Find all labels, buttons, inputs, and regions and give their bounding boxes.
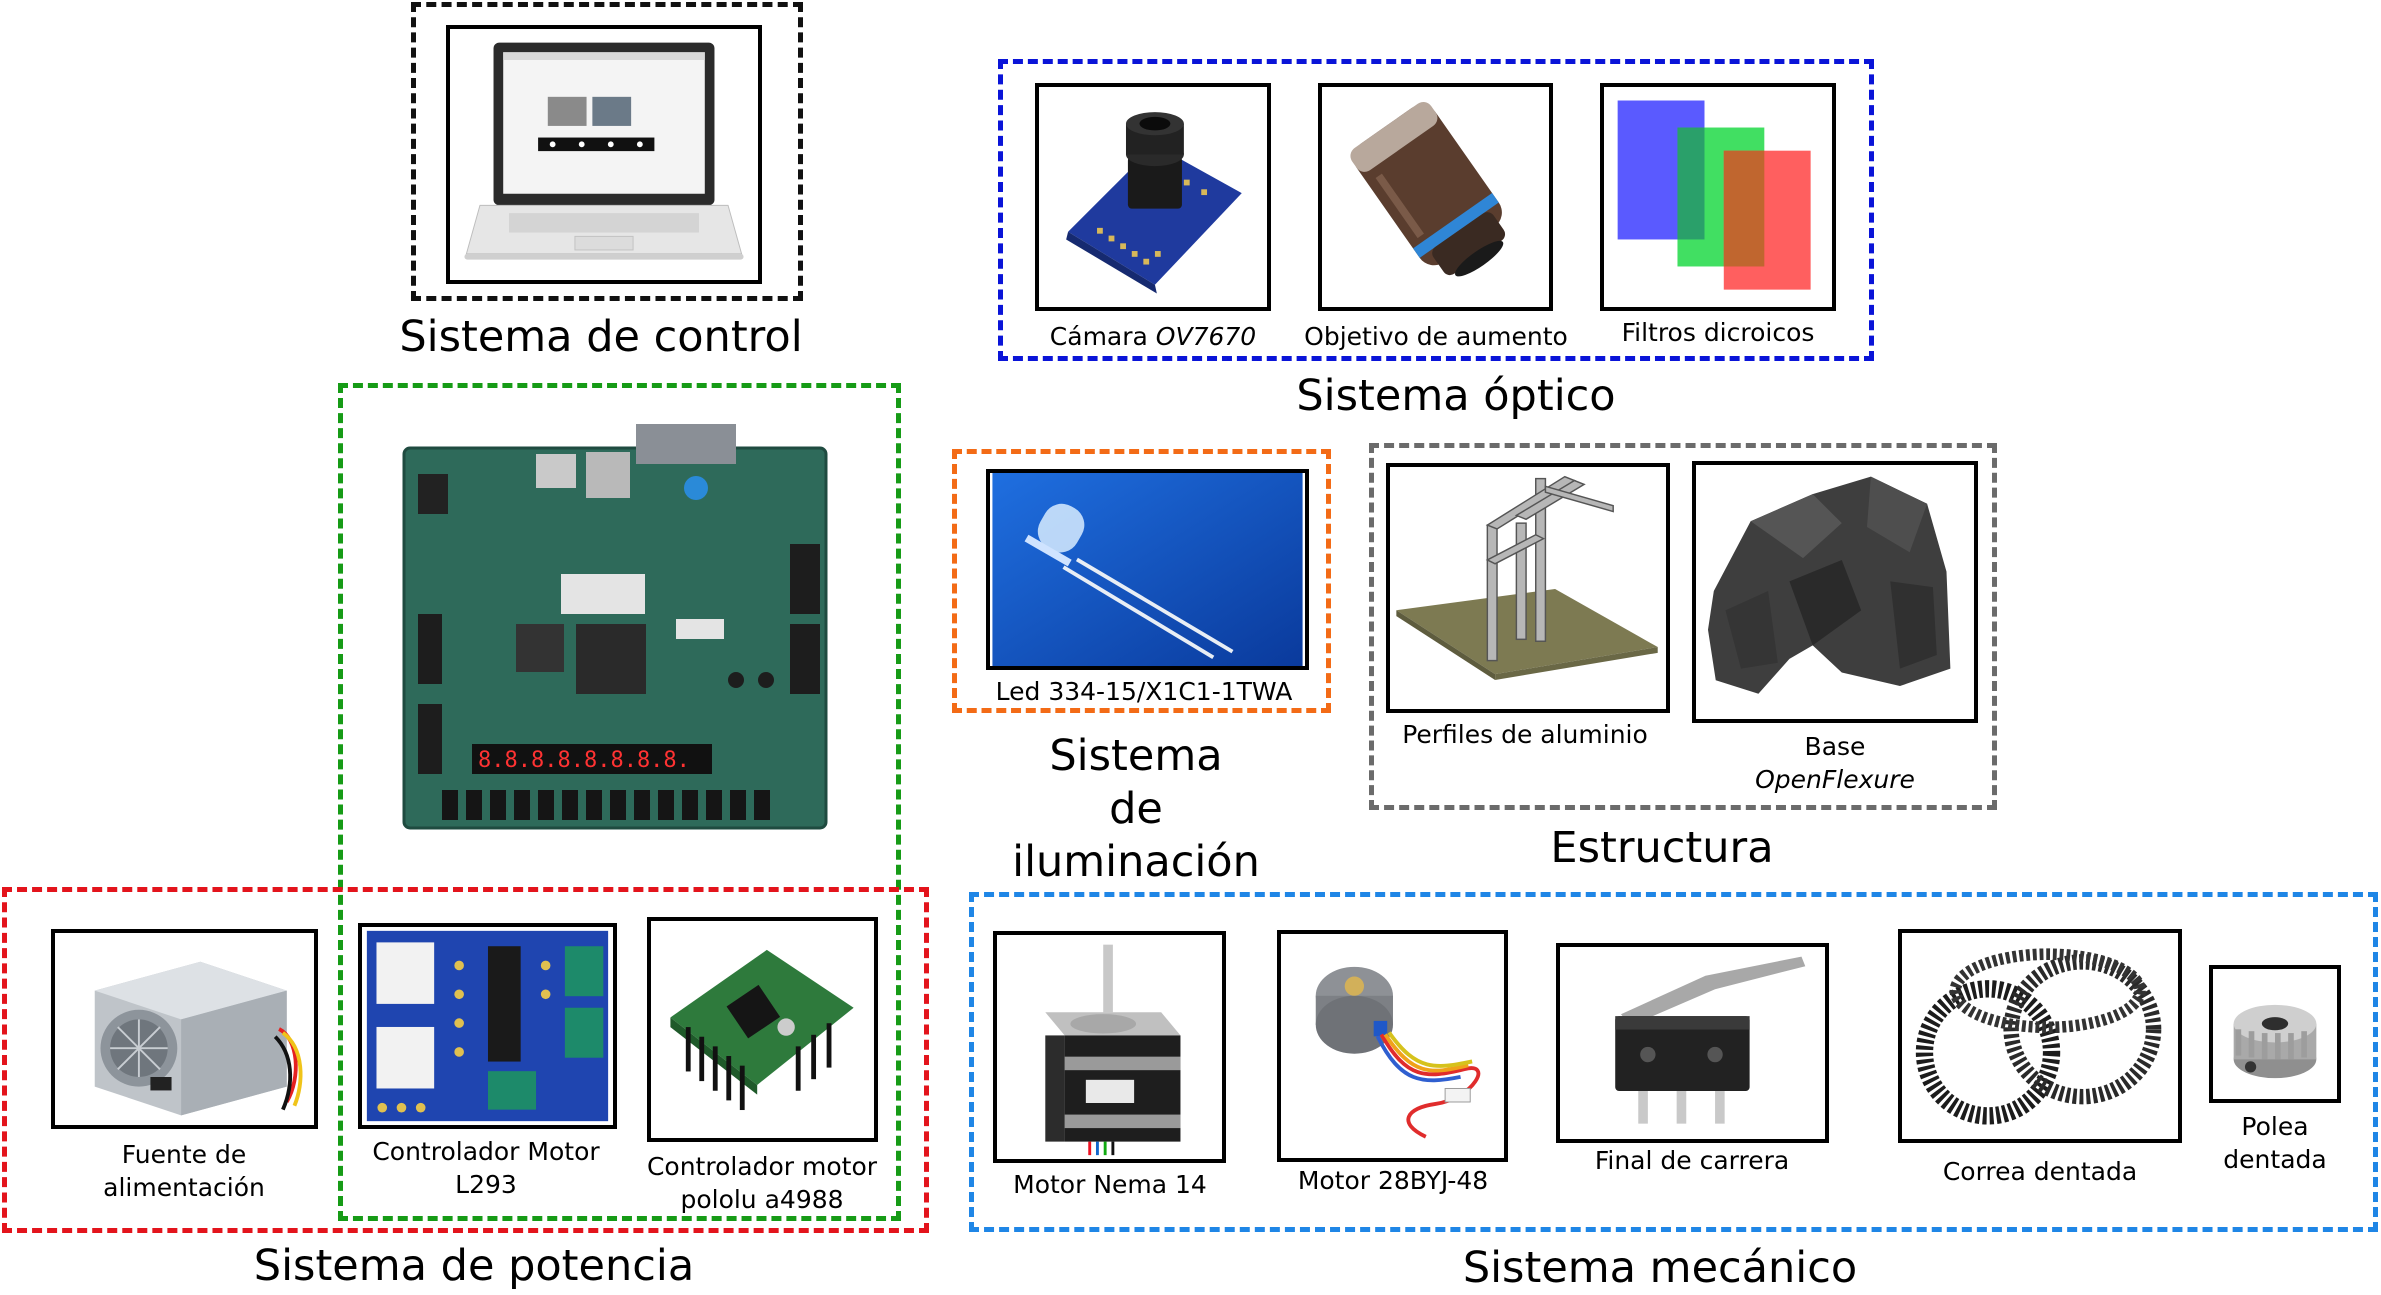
openflexure-base-icon [1708, 476, 1951, 694]
caption-camera-text: Cámara [1049, 322, 1156, 351]
limit-switch-icon [1615, 956, 1806, 1124]
caption-camera-model: OV7670 [1155, 322, 1257, 351]
openflexure-frame [1692, 461, 1978, 723]
caption-aluminum: Perfiles de aluminio [1402, 720, 1648, 749]
caption-limit-switch: Final de carrera [1594, 1146, 1790, 1175]
caption-openflexure-line2: OpenFlexure [1675, 763, 1995, 796]
dichroic-filters-icon [1617, 100, 1811, 290]
byj-frame [1277, 930, 1508, 1162]
title-control: Sistema de control [399, 312, 803, 362]
title-optico: Sistema óptico [1296, 371, 1616, 421]
group-control [411, 2, 803, 301]
title-iluminacion-3: iluminación [1012, 837, 1260, 887]
caption-filters: Filtros dicroicos [1621, 318, 1815, 347]
camera-module-icon [1066, 112, 1242, 294]
timing-belt-icon [1915, 948, 2162, 1125]
title-mecanico: Sistema mecánico [1462, 1243, 1858, 1293]
group-fpga [338, 383, 901, 1221]
svg-text:8.8.8.8.8.8.8.8.: 8.8.8.8.8.8.8.8. [478, 748, 690, 773]
fpga-board-icon: 8.8.8.8.8.8.8.8. [402, 424, 828, 830]
group-iluminacion [952, 449, 1331, 713]
led-icon [992, 473, 1303, 666]
objective-frame [1318, 83, 1553, 311]
caption-objective: Objetivo de aumento [1304, 322, 1568, 351]
objective-lens-icon [1350, 101, 1506, 277]
caption-led: Led 334-15/X1C1-1TWA [995, 677, 1293, 706]
aluminum-frame [1386, 463, 1670, 713]
belt-frame [1898, 929, 2182, 1143]
filters-frame [1600, 83, 1836, 311]
caption-openflexure-italic: OpenFlexure [1755, 765, 1915, 794]
aluminum-frame-icon [1396, 475, 1658, 680]
limit-switch-frame [1556, 943, 1829, 1143]
caption-belt: Correa dentada [1942, 1157, 2138, 1186]
led-frame [986, 469, 1309, 670]
laptop-icon [464, 42, 744, 260]
power-supply-frame [51, 929, 318, 1129]
group-optico [998, 59, 1874, 361]
caption-pulley-line1: Polea [2241, 1112, 2309, 1141]
caption-pulley: Polea dentada [2175, 1110, 2375, 1176]
caption-a4988-line1: Controlador motor [646, 1152, 878, 1181]
caption-pulley-line2: dentada [2223, 1145, 2327, 1174]
title-iluminacion-1: Sistema [1049, 731, 1223, 781]
l293-frame [358, 923, 617, 1129]
group-mecanico [969, 892, 2378, 1232]
nema17-motor-icon [1045, 944, 1181, 1156]
power-supply-icon [94, 961, 303, 1116]
caption-openflexure: Base OpenFlexure [1675, 730, 1995, 796]
caption-camera: Cámara OV7670 [1005, 320, 1301, 353]
title-iluminacion-2: de [1109, 784, 1163, 834]
title-estructura: Estructura [1550, 823, 1774, 873]
pulley-icon [2233, 1004, 2317, 1079]
caption-power-supply-line1: Fuente de [121, 1140, 247, 1169]
caption-byj: Motor 28BYJ-48 [1297, 1166, 1489, 1195]
pulley-frame [2209, 965, 2341, 1103]
title-potencia: Sistema de potencia [253, 1241, 695, 1291]
a4988-frame [647, 917, 878, 1142]
28byj-motor-icon [1315, 966, 1481, 1139]
caption-power-supply-line2: alimentación [103, 1173, 265, 1202]
camera-frame [1035, 83, 1271, 311]
a4988-driver-icon [670, 949, 854, 1111]
caption-l293: Controlador Motor L293 [336, 1135, 636, 1201]
group-potencia [2, 887, 929, 1233]
caption-power-supply: Fuente de alimentación [34, 1138, 334, 1204]
nema-frame [993, 931, 1226, 1163]
caption-openflexure-line1: Base [1804, 732, 1866, 761]
caption-l293-line1: Controlador Motor [372, 1137, 600, 1166]
l293-driver-icon [366, 930, 609, 1122]
laptop-frame [446, 25, 762, 284]
group-estructura [1369, 443, 1997, 810]
caption-a4988-line2: pololu a4988 [680, 1185, 844, 1214]
caption-l293-line2: L293 [455, 1170, 517, 1199]
caption-a4988: Controlador motor pololu a4988 [612, 1150, 912, 1216]
caption-nema: Motor Nema 14 [1013, 1170, 1207, 1199]
